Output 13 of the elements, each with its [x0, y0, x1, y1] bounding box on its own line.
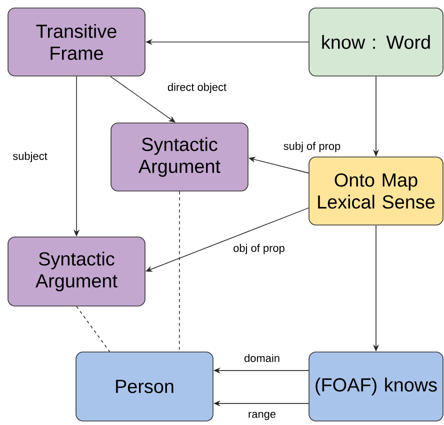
edge-label: subject: [12, 152, 48, 162]
concept-box: Person: [76, 352, 214, 422]
edge-label: obj of prop: [234, 244, 284, 254]
concept-box: Transitive Frame: [8, 8, 146, 76]
edge-label: direct object: [168, 82, 226, 94]
edge-label: range: [248, 412, 276, 420]
concept-box: Syntactic Argument: [110, 122, 248, 192]
concept-box: Onto Map Lexical Sense: [308, 156, 444, 226]
edge-label: subj of prop: [284, 142, 340, 152]
concept-box: know : Word: [308, 8, 444, 76]
concept-box: Syntactic Argument: [8, 236, 146, 306]
edge-label: domain: [244, 354, 280, 362]
concept-box: (FOAF) knows: [308, 352, 444, 422]
